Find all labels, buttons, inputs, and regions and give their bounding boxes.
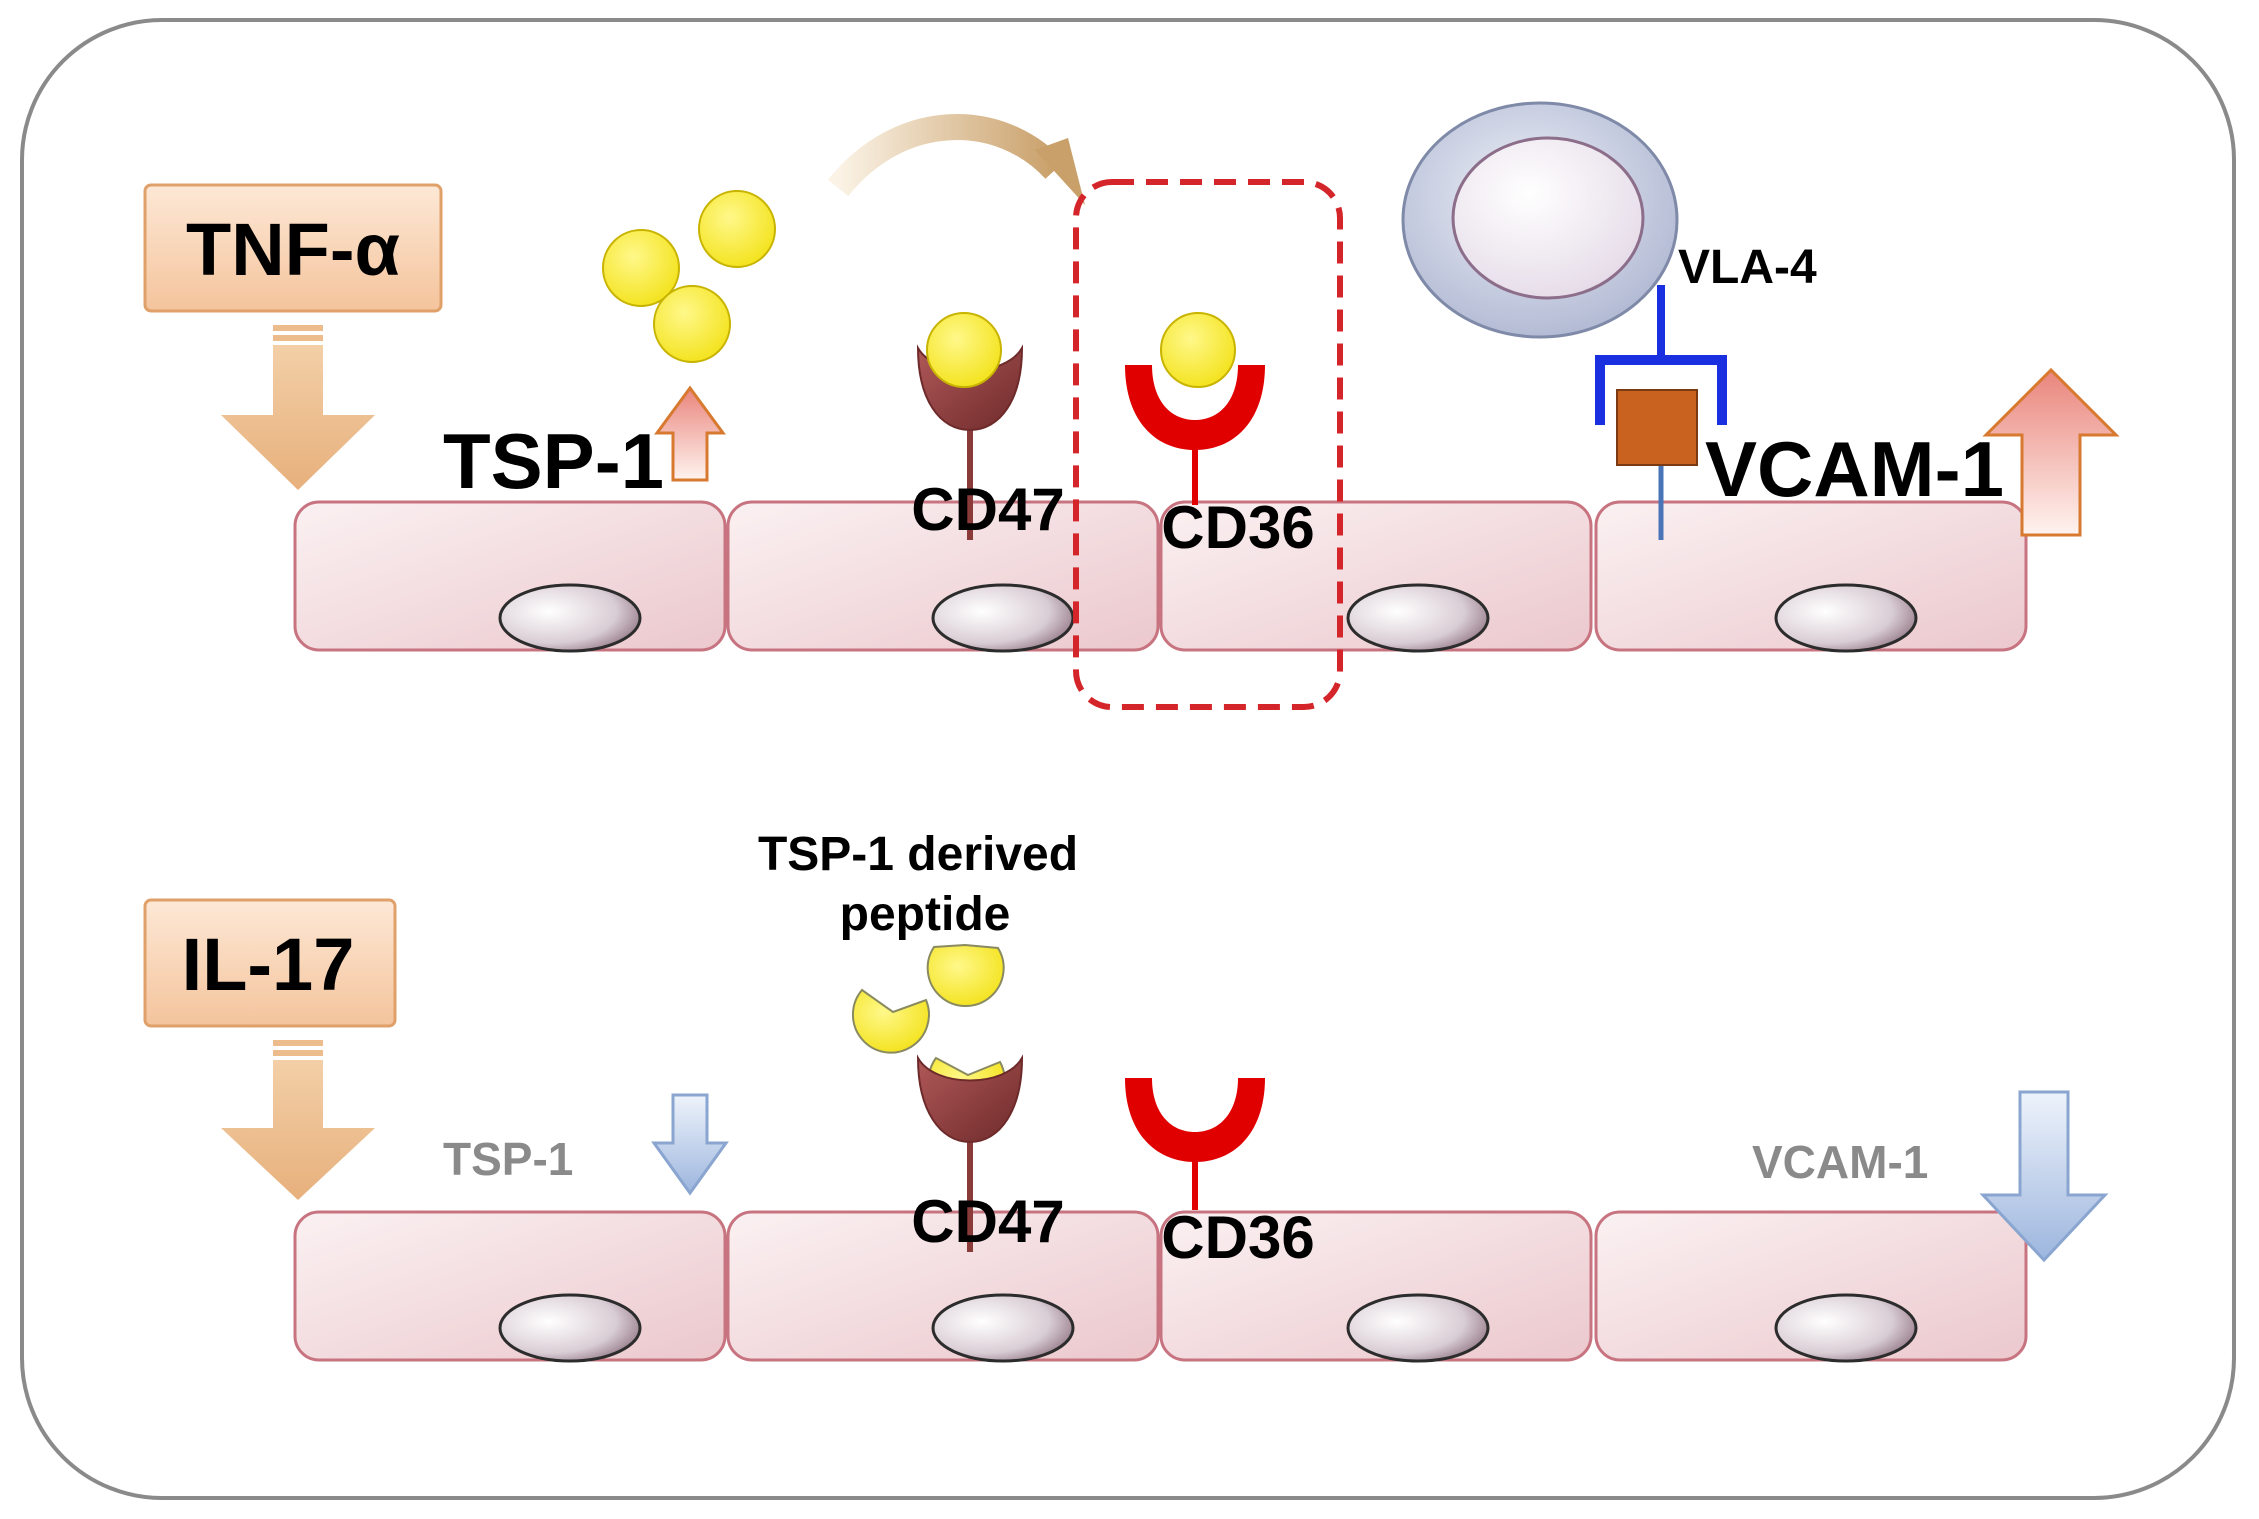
tnf-alpha-label: TNF-α xyxy=(186,208,400,291)
cd47-label: CD47 xyxy=(911,476,1064,543)
endothelial-cell xyxy=(293,1210,727,1363)
peptide-label-line1: TSP-1 derived xyxy=(758,828,1078,881)
big-down-arrow-icon xyxy=(221,325,375,490)
tsp1-molecules xyxy=(602,190,776,363)
vcam1-molecule-icon xyxy=(1616,389,1698,466)
peptide-icon xyxy=(851,988,930,1054)
cd47-receptor xyxy=(916,1054,1024,1252)
endothelial-cell xyxy=(1159,500,1593,653)
tnf-alpha-stimulus: TNF-α xyxy=(143,183,443,313)
cd36-receptor xyxy=(1125,312,1265,505)
nucleus-icon xyxy=(1346,1293,1490,1363)
tsp1-label: TSP-1 xyxy=(443,417,664,505)
nucleus-icon xyxy=(498,1293,642,1363)
tsp1-ball-icon xyxy=(926,312,1002,388)
tsp1-label: TSP-1 xyxy=(443,1133,573,1185)
il17-stimulus: IL-17 xyxy=(143,898,397,1028)
tsp1-ball-icon xyxy=(653,285,731,363)
nucleus-icon xyxy=(498,583,642,653)
endothelial-cell xyxy=(1159,1210,1593,1363)
big-down-arrow-icon xyxy=(221,1040,375,1200)
tsp1-ball-icon xyxy=(1160,312,1236,388)
top-cell-row xyxy=(293,500,2028,653)
cd47-receptor xyxy=(916,312,1024,540)
top-panel: TNF-α TSP-1 CD47 xyxy=(143,101,2120,710)
cd36-receptor xyxy=(1125,1078,1265,1210)
endothelial-cell xyxy=(1594,1210,2028,1363)
nucleus-icon xyxy=(931,1293,1075,1363)
bottom-panel: IL-17 TSP-1 TSP-1 derived peptide CD47 xyxy=(143,828,2109,1363)
tsp1-ball-icon xyxy=(602,229,680,307)
nucleus-icon xyxy=(1774,1293,1918,1363)
bottom-cell-row xyxy=(293,1210,2028,1363)
curved-arrow-icon xyxy=(827,114,1085,205)
down-arrow-icon xyxy=(1979,1090,2109,1263)
nucleus-icon xyxy=(1346,583,1490,653)
il17-label: IL-17 xyxy=(182,923,355,1006)
cd36-label: CD36 xyxy=(1161,1204,1314,1271)
down-arrow-icon xyxy=(651,1093,729,1196)
vcam1-label: VCAM-1 xyxy=(1705,425,2004,513)
nucleus-icon xyxy=(931,583,1075,653)
cd47-label: CD47 xyxy=(911,1188,1064,1255)
vla4-vcam1-complex xyxy=(1595,285,1727,540)
vla4-label: VLA-4 xyxy=(1678,241,1817,294)
vcam1-label: VCAM-1 xyxy=(1752,1136,1928,1188)
nucleus-icon xyxy=(1774,583,1918,653)
endothelial-cell xyxy=(726,1210,1160,1363)
cd36-label: CD36 xyxy=(1161,494,1314,561)
endothelial-cell xyxy=(1594,500,2028,653)
peptide-icon xyxy=(926,943,1005,1007)
cd36-highlight-box xyxy=(1073,179,1343,710)
peptide-label-line2: peptide xyxy=(840,888,1011,941)
up-arrow-icon xyxy=(654,385,726,482)
endothelial-cell xyxy=(293,500,727,653)
endothelial-cell xyxy=(726,500,1160,653)
leukocyte-icon xyxy=(1401,101,1679,339)
up-arrow-icon xyxy=(1982,367,2120,537)
tsp1-ball-icon xyxy=(698,190,776,268)
